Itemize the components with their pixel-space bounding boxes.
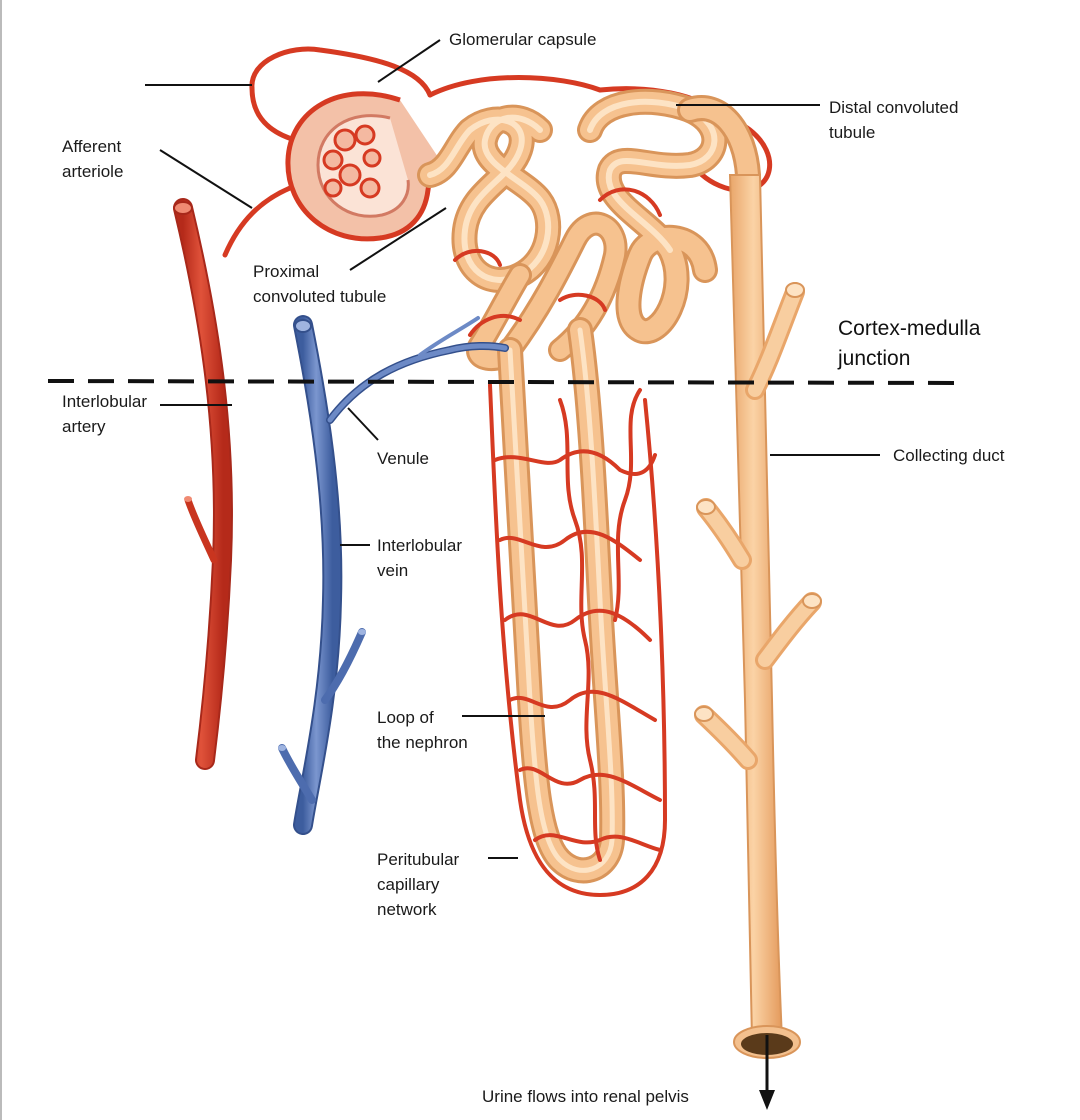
loop-of-nephron	[497, 317, 626, 884]
label-line: Distal convoluted	[829, 98, 959, 117]
urine-flow-arrow	[759, 1035, 775, 1110]
label-line: Afferent	[62, 137, 122, 156]
label-line: Peritubular	[377, 850, 460, 869]
label-line: Loop of	[377, 708, 434, 727]
label-line: Collecting duct	[893, 446, 1005, 465]
label-line: Glomerular capsule	[449, 30, 597, 49]
label-line: the nephron	[377, 733, 468, 752]
collecting-duct	[694, 174, 822, 1059]
interlobular-vein	[278, 315, 366, 835]
label-line: Cortex-medulla	[838, 317, 981, 340]
label-line: Interlobular	[62, 392, 148, 411]
label-line: capillary	[377, 875, 440, 894]
label-line: Interlobular	[377, 536, 463, 555]
label-loop-of-the-nephron: Loop of the nephron	[377, 705, 468, 755]
glomerular-capsule	[285, 91, 442, 242]
label-interlobular-artery: Interlobular artery	[62, 389, 147, 439]
label-distal-convoluted-tubule: Distal convoluted tubule	[829, 95, 958, 145]
label-afferent-arteriole: Afferent arteriole	[62, 134, 123, 184]
peritubular-capillaries	[453, 187, 668, 898]
label-line: junction	[838, 347, 911, 370]
leader-lines	[145, 39, 880, 859]
cortex-medulla-line	[47, 379, 961, 385]
label-line: Urine flows into renal pelvis	[482, 1087, 689, 1106]
interlobular-artery	[173, 198, 233, 770]
label-line: tubule	[829, 123, 876, 142]
label-proximal-convoluted-tubule: Proximal convoluted tubule	[253, 259, 386, 309]
label-venule: Venule	[377, 446, 429, 471]
label-line: artery	[62, 417, 106, 436]
label-cortex-medulla-junction: Cortex-medulla junction	[838, 314, 980, 374]
label-peritubular-capillary-network: Peritubular capillary network	[377, 847, 459, 922]
label-line: Venule	[377, 449, 429, 468]
label-line: network	[377, 900, 437, 919]
label-line: vein	[377, 561, 409, 580]
label-collecting-duct: Collecting duct	[893, 443, 1005, 468]
label-urine-flow: Urine flows into renal pelvis	[482, 1084, 689, 1109]
label-interlobular-vein: Interlobular vein	[377, 533, 462, 583]
label-line: Proximal	[253, 262, 320, 281]
label-line: convoluted tubule	[253, 287, 387, 306]
label-glomerular-capsule: Glomerular capsule	[449, 27, 596, 52]
venule	[326, 316, 509, 424]
label-line: arteriole	[62, 162, 124, 181]
